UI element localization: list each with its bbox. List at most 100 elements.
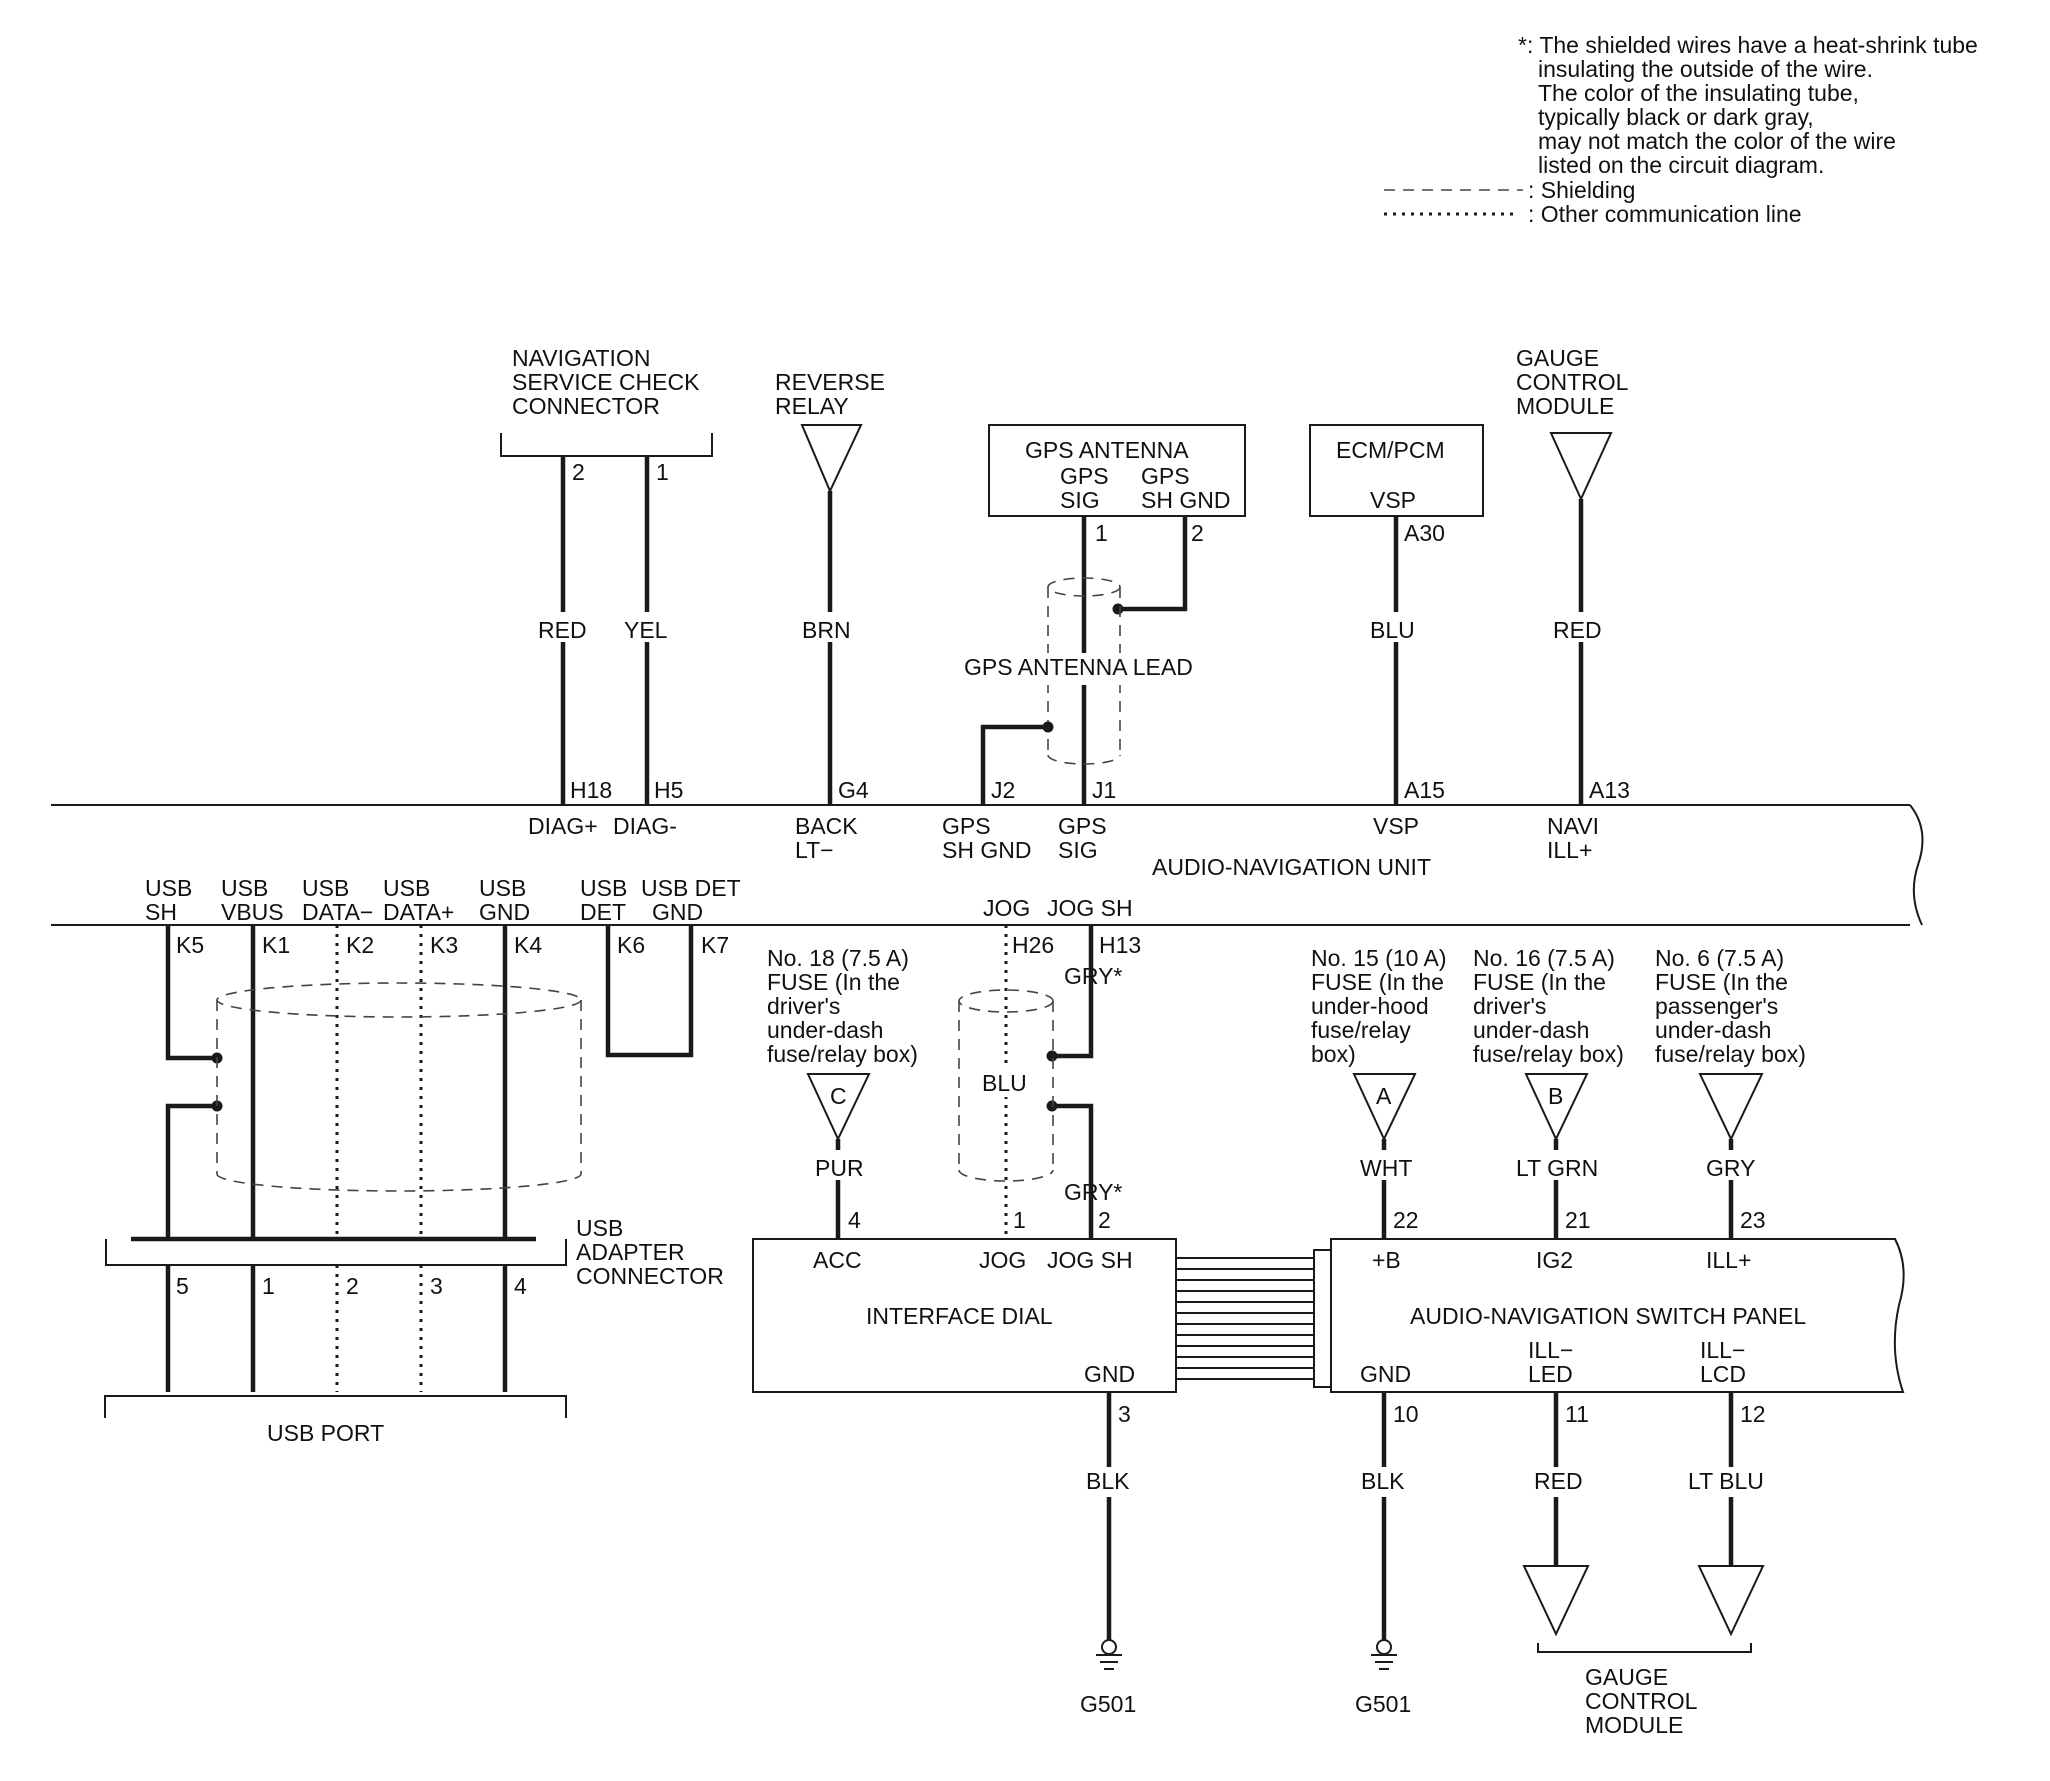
- nav-service-check-connector: NAVIGATION SERVICE CHECK CONNECTOR 2 1 R…: [500, 345, 713, 839]
- usb-dataplus-label-2: DATA+: [383, 899, 454, 925]
- panel-gnd-label: GND: [1360, 1361, 1411, 1387]
- wire-color-pur: PUR: [815, 1155, 864, 1181]
- switch-panel-box: [1330, 1238, 1905, 1393]
- usb-cable-shield: [216, 982, 582, 1018]
- usb-gnd-label-2: GND: [479, 899, 530, 925]
- unit-jog-label: JOG: [983, 895, 1030, 921]
- fuse18-text-4: under-dash: [767, 1017, 883, 1043]
- gauge-bottom-title-3: MODULE: [1585, 1712, 1683, 1738]
- fuse16-text-3: driver's: [1473, 993, 1546, 1019]
- unit-title: AUDIO-NAVIGATION UNIT: [1152, 854, 1431, 880]
- fuse18-text-2: FUSE (In the: [767, 969, 900, 995]
- gauge-bottom-title-2: CONTROL: [1585, 1688, 1698, 1714]
- fuse-18: No. 18 (7.5 A) FUSE (In the driver's und…: [767, 945, 918, 1239]
- gauge-control-module-bottom: GAUGE CONTROL MODULE: [1585, 1664, 1698, 1738]
- legend-note: *: The shielded wires have a heat-shrink…: [1384, 32, 1978, 227]
- nav-check-title-2: SERVICE CHECK: [512, 369, 700, 395]
- nav-check-pin-2: 2: [572, 459, 585, 485]
- jog-lines: JOG JOG SH H26 H13 GRY* BLU GRY*: [958, 895, 1141, 1239]
- terminal-k6: K6: [617, 932, 645, 958]
- panel-lcd-label-1: ILL−: [1700, 1337, 1745, 1363]
- note-line-6: listed on the circuit diagram.: [1538, 152, 1824, 178]
- fuse-6: No. 6 (7.5 A) FUSE (In the passenger's u…: [1655, 945, 1806, 1239]
- unit-vsp-label: VSP: [1373, 813, 1419, 839]
- dial-jog-label: JOG: [979, 1247, 1026, 1273]
- panel-pin-11: 11: [1565, 1401, 1589, 1427]
- dial-acc-label: ACC: [813, 1247, 862, 1273]
- usb-adapter-pin-3: 3: [430, 1273, 443, 1299]
- audio-navigation-switch-panel: 22 21 23 +B IG2 ILL+ AUDIO-NAVIGATION SW…: [1330, 1207, 1905, 1717]
- fuse16-text-5: fuse/relay box): [1473, 1041, 1624, 1067]
- usb-adapter-title-3: CONNECTOR: [576, 1263, 724, 1289]
- wire-color-red-navi: RED: [1553, 617, 1602, 643]
- switch-panel-title: AUDIO-NAVIGATION SWITCH PANEL: [1410, 1303, 1806, 1329]
- terminal-j2: J2: [991, 777, 1015, 803]
- gauge-bottom-title-1: GAUGE: [1585, 1664, 1668, 1690]
- unit-gps-sig-2: SIG: [1058, 837, 1098, 863]
- panel-pin-22: 22: [1393, 1207, 1419, 1233]
- usb-vbus-label-1: USB: [221, 875, 268, 901]
- unit-gps-shgnd-2: SH GND: [942, 837, 1031, 863]
- fuse18-text-1: No. 18 (7.5 A): [767, 945, 909, 971]
- panel-b-label: +B: [1372, 1247, 1401, 1273]
- diag-minus-label: DIAG-: [613, 813, 677, 839]
- unit-jogsh-label: JOG SH: [1047, 895, 1133, 921]
- fuse15-text-3: under-hood: [1311, 993, 1429, 1019]
- gps-pin-2: 2: [1191, 520, 1204, 546]
- wire-color-lt-grn: LT GRN: [1516, 1155, 1598, 1181]
- usb-gnd-label-1: USB: [479, 875, 526, 901]
- usb-dataplus-label-1: USB: [383, 875, 430, 901]
- usb-adapter-pin-4: 4: [514, 1273, 527, 1299]
- fuse15-text-2: FUSE (In the: [1311, 969, 1444, 995]
- gps-shgnd-label-2: SH GND: [1141, 487, 1230, 513]
- panel-ill-label: ILL+: [1706, 1247, 1751, 1273]
- usb-det-loop: [605, 925, 694, 1058]
- gauge-top-title-2: CONTROL: [1516, 369, 1629, 395]
- wire-color-gry-ill: GRY: [1706, 1155, 1755, 1181]
- communication-legend-label: : Other communication line: [1528, 201, 1802, 227]
- fuse18-text-5: fuse/relay box): [767, 1041, 918, 1067]
- back-lt-label-2: LT−: [795, 837, 834, 863]
- gps-sig-label-1: GPS: [1060, 463, 1109, 489]
- fuse15-text-4: fuse/relay: [1311, 1017, 1411, 1043]
- usb-adapter-title-2: ADAPTER: [576, 1239, 685, 1265]
- ecm-pcm: ECM/PCM VSP A30 BLU A15 VSP: [1309, 424, 1484, 839]
- gauge-bottom-led-triangle: [1522, 1565, 1590, 1637]
- usb-port-title: USB PORT: [267, 1420, 384, 1446]
- usb-port-bracket: [104, 1395, 567, 1418]
- usb-sh-label-2: SH: [145, 899, 177, 925]
- terminal-k5: K5: [176, 932, 204, 958]
- terminal-h18: H18: [570, 777, 612, 803]
- fuse6-text-3: passenger's: [1655, 993, 1778, 1019]
- shielding-legend-label: : Shielding: [1528, 177, 1635, 203]
- gps-sig-label-2: SIG: [1060, 487, 1100, 513]
- terminal-h26: H26: [1012, 932, 1054, 958]
- usb-section: USB SH USB VBUS USB DATA− USB DATA+ USB …: [104, 875, 741, 1446]
- ground-g501-dial-symbol: [1101, 1639, 1117, 1655]
- ground-g501-dial: G501: [1080, 1691, 1136, 1717]
- panel-pin-21: 21: [1565, 1207, 1591, 1233]
- panel-pin-12: 12: [1740, 1401, 1766, 1427]
- usb-dataminus-label-1: USB: [302, 875, 349, 901]
- fuse6-text-5: fuse/relay box): [1655, 1041, 1806, 1067]
- navi-ill-label-2: ILL+: [1547, 837, 1592, 863]
- dial-jogsh-label: JOG SH: [1047, 1247, 1133, 1273]
- fuse16-text-4: under-dash: [1473, 1017, 1589, 1043]
- terminal-k4: K4: [514, 932, 542, 958]
- nav-check-pin-1: 1: [656, 459, 669, 485]
- fuse-15: No. 15 (10 A) FUSE (In the under-hood fu…: [1311, 945, 1447, 1239]
- gps-antenna-title: GPS ANTENNA: [1025, 437, 1189, 463]
- note-line-1: *: The shielded wires have a heat-shrink…: [1518, 32, 1978, 58]
- terminal-k7: K7: [701, 932, 729, 958]
- terminal-h5: H5: [654, 777, 683, 803]
- terminal-a30: A30: [1404, 520, 1445, 546]
- fuse15-text-5: box): [1311, 1041, 1356, 1067]
- gauge-control-module-top: GAUGE CONTROL MODULE RED A13 NAVI ILL+: [1516, 345, 1630, 863]
- fuse-16: No. 16 (7.5 A) FUSE (In the driver's und…: [1473, 945, 1624, 1239]
- dial-gnd-label: GND: [1084, 1361, 1135, 1387]
- gps-shgnd-label-1: GPS: [1141, 463, 1190, 489]
- panel-led-label-2: LED: [1528, 1361, 1573, 1387]
- interface-dial: 4 1 2 ACC JOG JOG SH INTERFACE DIAL GND …: [752, 1207, 1177, 1717]
- fuse18-letter: C: [830, 1083, 847, 1109]
- terminal-a15: A15: [1404, 777, 1445, 803]
